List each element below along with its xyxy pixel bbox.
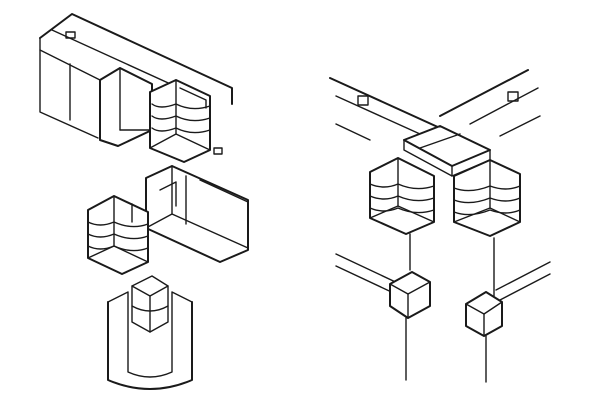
assembled-joint [329,69,551,383]
lower-ribbed-tenon [87,195,149,275]
peg-left [357,95,369,106]
peg-hole [213,147,223,155]
column-post [107,275,193,390]
assembled-lower-frame [335,233,551,383]
post-cap-left [389,271,431,319]
lower-beam [145,165,249,263]
exploded-joint-assembly [39,13,249,390]
upper-beam [39,13,233,147]
upper-ribbed-tenon [149,79,223,163]
peg-right [507,91,519,102]
assembled-left-tenon [369,157,435,235]
assembled-right-tenon [453,159,521,237]
peg-hole [65,31,76,39]
assembled-beams [329,69,541,177]
